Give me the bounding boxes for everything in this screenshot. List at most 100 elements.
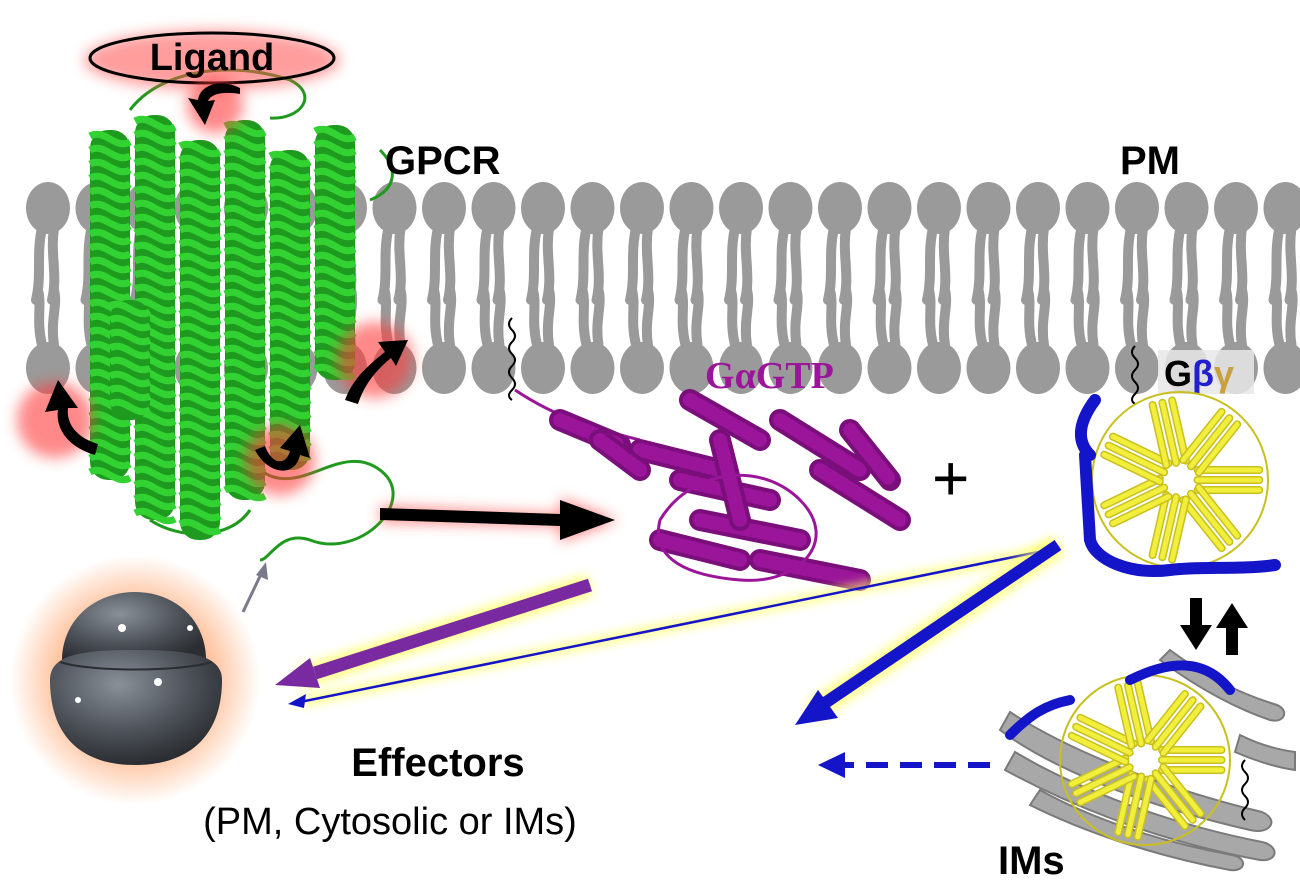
beta-strand-fill xyxy=(1073,724,1133,756)
beta-strand-fill xyxy=(1180,409,1225,463)
helix-coil xyxy=(268,234,312,252)
helix-coil xyxy=(223,288,267,306)
beta-strand-fill xyxy=(1159,400,1179,466)
helix-coil xyxy=(178,336,222,354)
beta-strand-fill xyxy=(1150,492,1169,558)
lipid-head-bottom xyxy=(1065,342,1110,394)
plus-sign: + xyxy=(932,442,969,514)
gbetagamma-label: Gβγ xyxy=(1164,353,1234,394)
lipid-head-bottom xyxy=(669,342,714,394)
helix-coil xyxy=(178,518,222,536)
helix-coil xyxy=(223,330,267,348)
beta-strand-fill xyxy=(1169,496,1189,562)
helix-coil xyxy=(223,302,267,320)
helix-coil xyxy=(133,423,177,441)
beta-strand-fill xyxy=(1188,415,1232,469)
conformational-change-arrows xyxy=(17,77,413,495)
helix-coil xyxy=(178,322,222,340)
gpcr-label: GPCR xyxy=(385,139,501,183)
helix-coil xyxy=(133,493,177,511)
helix-coil xyxy=(223,484,267,502)
beta-strand-fill xyxy=(1159,494,1179,560)
helix-coil xyxy=(223,204,267,222)
lipid-head-top xyxy=(966,182,1011,234)
helix-coil xyxy=(313,181,357,199)
lipid-head-top xyxy=(422,182,466,234)
helix-coil xyxy=(133,157,177,175)
helix-coil xyxy=(178,280,222,298)
helix-coil xyxy=(268,346,312,364)
helix-coil xyxy=(178,448,222,466)
helix-coil xyxy=(88,410,132,428)
black-arrow-icon xyxy=(45,380,98,455)
helix-coil xyxy=(88,242,132,260)
helix-coil xyxy=(223,400,267,418)
beta-strand-fill xyxy=(1115,685,1134,749)
helix-coil xyxy=(108,342,152,360)
lipid-head-top xyxy=(669,182,714,234)
helix-coil xyxy=(268,164,312,182)
helix-coil xyxy=(178,182,222,200)
blue-dashed-arrow-icon xyxy=(818,752,845,778)
helix-coil xyxy=(268,374,312,392)
ligand: Ligand xyxy=(84,30,340,90)
helix-coil xyxy=(133,199,177,217)
helix-coil xyxy=(178,406,222,424)
helix-coil xyxy=(133,213,177,231)
galpha-helix-coil xyxy=(843,423,897,487)
helix-coil xyxy=(223,176,267,194)
helix-coil xyxy=(108,384,152,402)
lipid-head-bottom xyxy=(570,342,615,394)
lipid-head-top xyxy=(521,182,565,234)
beta-strand-fill xyxy=(1188,491,1232,545)
lipid-tail-bottom xyxy=(1270,285,1298,350)
galpha-helix-coil xyxy=(683,393,767,447)
helix-coil xyxy=(268,206,312,224)
galpha-helix-coil xyxy=(593,433,647,477)
beta-strand-fill xyxy=(1110,434,1171,466)
beta-strand-fill xyxy=(1101,476,1163,508)
beta-strand-fill xyxy=(1145,777,1188,829)
helix-coil xyxy=(178,364,222,382)
helix-coil xyxy=(88,130,132,148)
lipid-head-top xyxy=(1115,182,1159,234)
helix-coil xyxy=(223,190,267,208)
helix-coil xyxy=(133,171,177,189)
beta-strand-fill xyxy=(1125,682,1144,746)
helix-coil xyxy=(268,304,312,322)
up-down-arrow-icon xyxy=(1180,598,1248,655)
blue-arrow-icon xyxy=(288,694,306,708)
lipid-head-bottom xyxy=(422,342,466,394)
helix-coil xyxy=(133,115,177,133)
galpha-gtp-label: GαGTP xyxy=(705,355,834,397)
helix-coil xyxy=(313,139,357,157)
lipid-tail-bottom xyxy=(1171,285,1199,350)
gbeta-propeller xyxy=(1091,391,1269,569)
helix-coil xyxy=(313,237,357,255)
helix-coil xyxy=(313,307,357,325)
helix-coil xyxy=(133,451,177,469)
helix-coil xyxy=(268,150,312,168)
helix-coil xyxy=(268,262,312,280)
black-arrow-icon xyxy=(345,340,408,404)
lipid-head-top xyxy=(1016,182,1060,234)
ims-label: IMs xyxy=(998,839,1065,883)
helix-coil xyxy=(313,167,357,185)
lipid-head-top xyxy=(719,182,763,234)
helix-coil xyxy=(223,246,267,264)
helix-coil xyxy=(223,344,267,362)
helix-coil xyxy=(223,358,267,376)
beta-strand-fill xyxy=(1196,421,1240,475)
helix-coil xyxy=(88,144,132,162)
lipid-tail-bottom xyxy=(1221,285,1249,350)
beta-strand-fill xyxy=(1135,680,1154,744)
lipid-head-top xyxy=(917,182,961,234)
gbetagamma-protein-membrane xyxy=(1074,391,1281,577)
helix-coil xyxy=(178,224,222,242)
lipid-head-top xyxy=(471,182,516,234)
lipid-head-top xyxy=(818,182,862,234)
lipid-anchor-gbetagamma xyxy=(1131,345,1139,405)
galpha-helix-coil xyxy=(653,533,747,567)
lipid-tail-bottom xyxy=(627,285,655,350)
